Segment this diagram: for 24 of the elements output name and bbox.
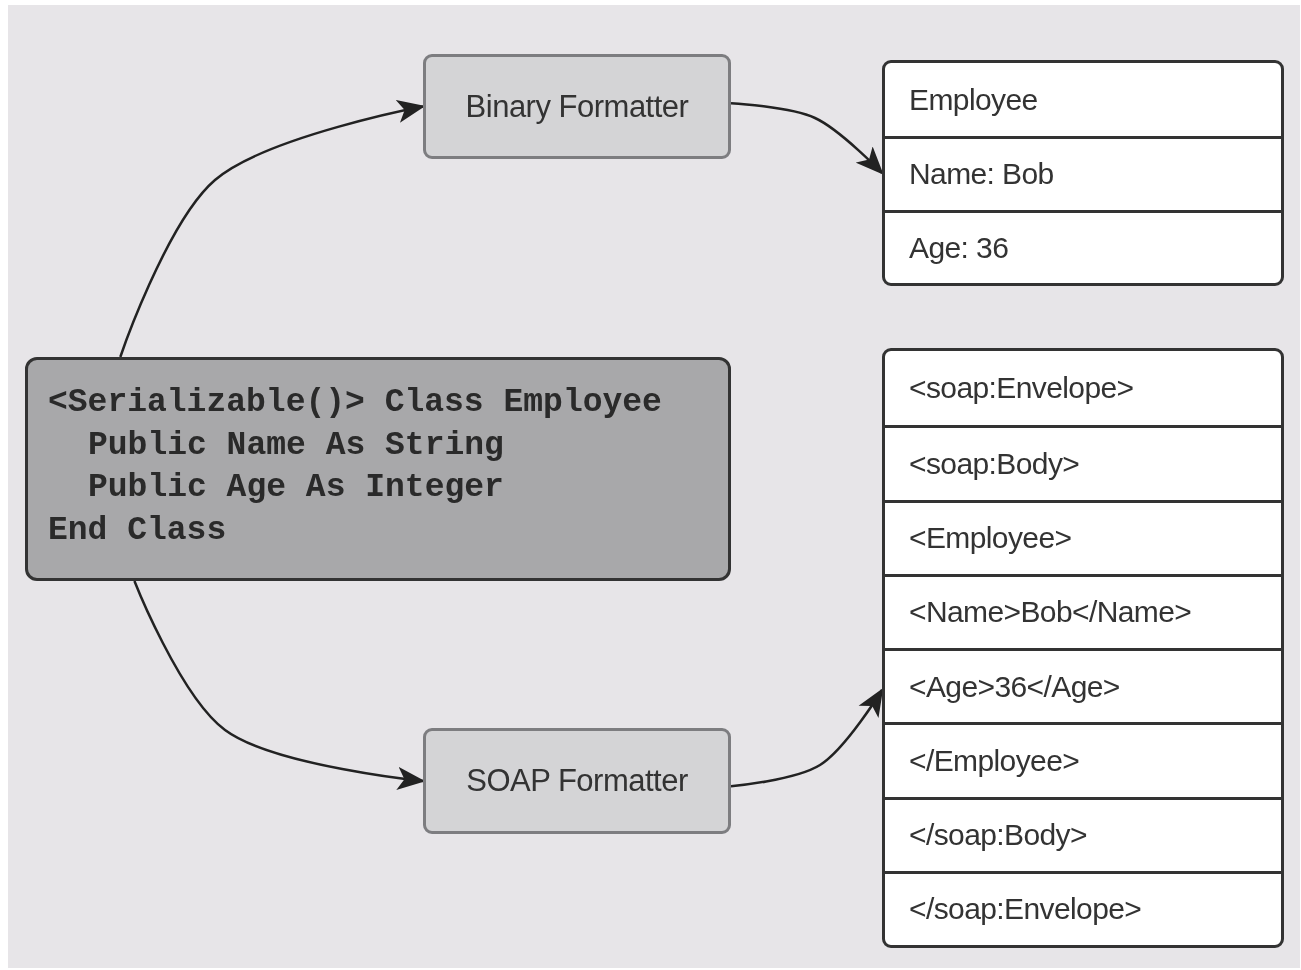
code-line: Public Age As Integer: [87, 468, 505, 508]
label-text: <soap:Body>: [909, 446, 1080, 481]
code-line: Public Name As String: [87, 425, 505, 466]
code-line: End Class: [48, 510, 228, 551]
code-line: <Serializable()> Class Employee: [48, 383, 663, 423]
label-text: Age: 36: [909, 230, 1009, 265]
label-text: <soap:Envelope>: [909, 371, 1134, 406]
label-text: <Name>Bob</Name>: [909, 595, 1192, 630]
label-text: <Age>36</Age>: [909, 669, 1120, 704]
arrow: [730, 688, 884, 788]
label-text: Binary Formatter: [465, 88, 689, 125]
process-box: [423, 54, 731, 159]
record-table: [882, 60, 1284, 286]
code-box: [25, 357, 731, 581]
record-table: [882, 348, 1284, 948]
label-text: Name: Bob: [909, 157, 1054, 192]
arrow: [730, 102, 884, 175]
label-text: SOAP Formatter: [466, 763, 688, 799]
label-text: </Employee>: [909, 743, 1080, 778]
label-text: <Employee>: [909, 521, 1072, 556]
label-text: </soap:Body>: [909, 818, 1087, 853]
label-text: Employee: [909, 82, 1038, 117]
process-box: [423, 728, 731, 834]
label-text: </soap:Envelope>: [909, 892, 1142, 927]
